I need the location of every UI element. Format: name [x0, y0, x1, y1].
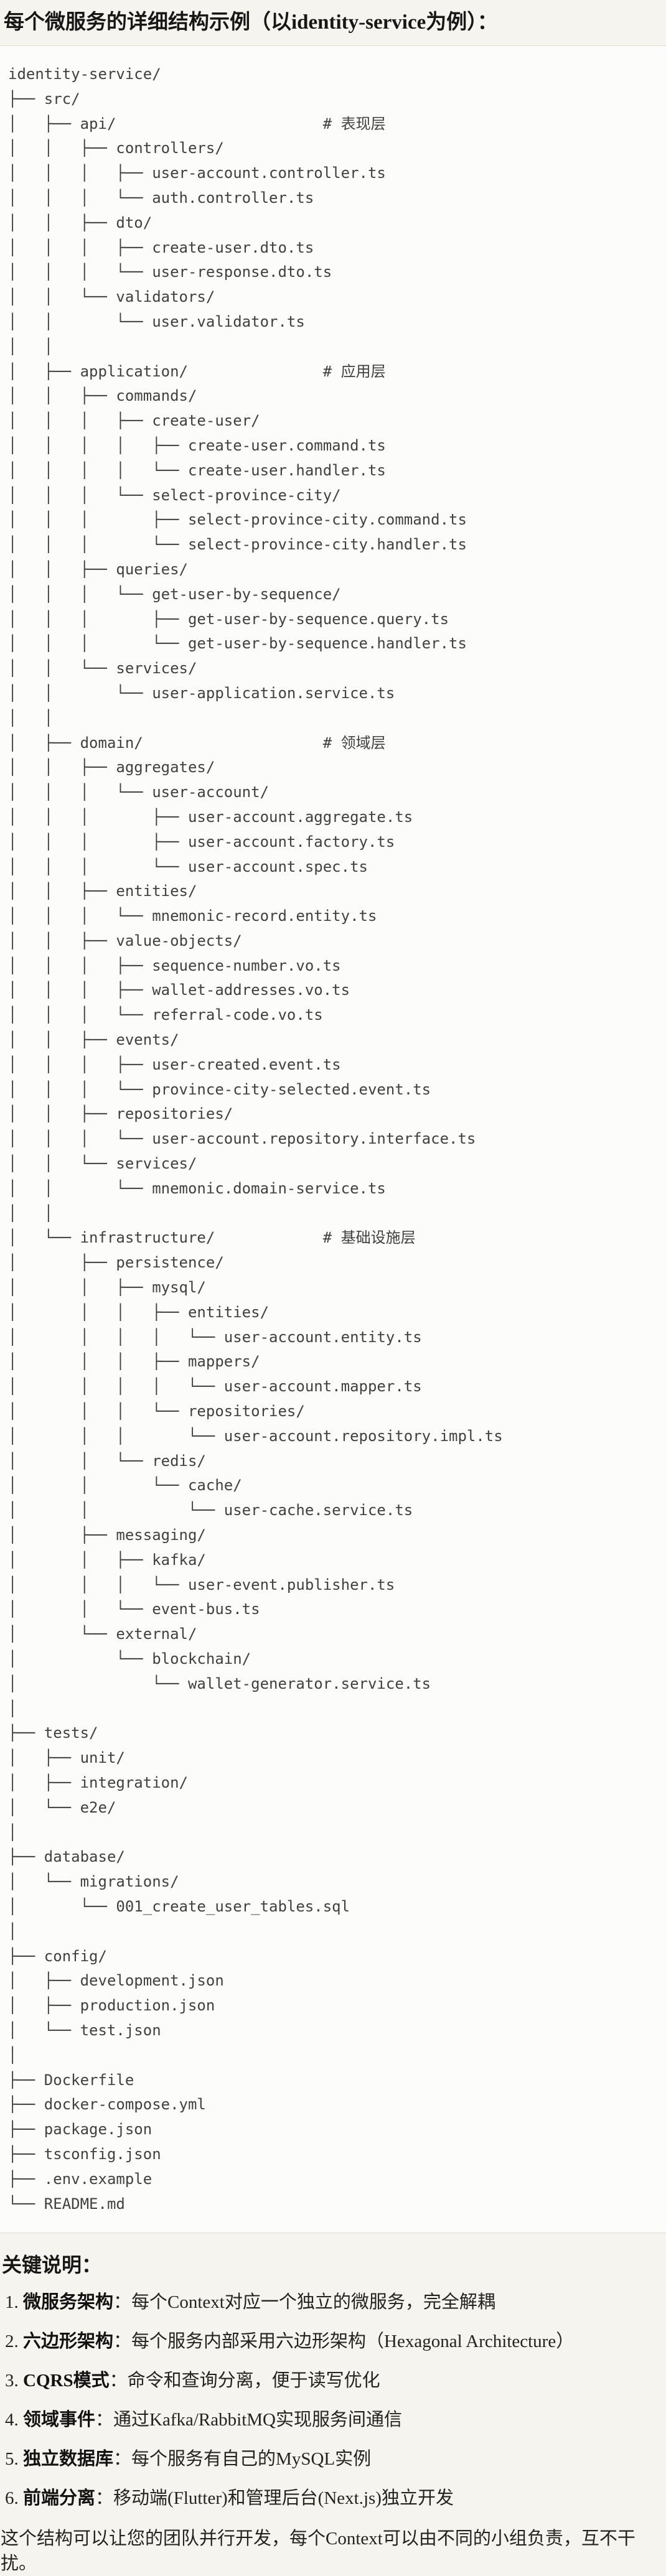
note-term: 六边形架构: [23, 2331, 114, 2352]
note-colon: ：: [113, 2292, 132, 2313]
directory-tree: identity-service/ ├── src/ │ ├── api/ # …: [8, 65, 503, 2213]
note-colon: ：: [109, 2371, 128, 2391]
page-title: 每个微服务的详细结构示例（以identity-service为例）：: [4, 11, 498, 34]
note-number: 4.: [5, 2410, 23, 2430]
note-description: 命令和查询分离，便于读写优化: [127, 2371, 380, 2391]
notes-section: 关键说明： 1. 微服务架构：每个Context对应一个独立的微服务，完全解耦 …: [0, 2252, 666, 2576]
note-colon: ：: [113, 2331, 132, 2352]
note-term: 前端分离: [23, 2488, 96, 2509]
note-term: CQRS模式: [23, 2371, 110, 2391]
note-item-cqrs: 3. CQRS模式：命令和查询分离，便于读写优化: [5, 2368, 666, 2393]
note-number: 3.: [5, 2371, 23, 2391]
note-term: 领域事件: [23, 2410, 96, 2430]
closing-paragraph: 这个结构可以让您的团队并行开发，每个Context可以由不同的小组负责，互不干扰…: [1, 2529, 636, 2574]
note-item-frontend-split: 6. 前端分离：移动端(Flutter)和管理后台(Next.js)独立开发: [5, 2486, 666, 2511]
note-description: 通过Kafka/RabbitMQ实现服务间通信: [113, 2410, 402, 2430]
note-item-microservices: 1. 微服务架构：每个Context对应一个独立的微服务，完全解耦: [5, 2290, 666, 2315]
note-number: 1.: [5, 2292, 23, 2313]
note-description: 每个Context对应一个独立的微服务，完全解耦: [131, 2292, 495, 2313]
code-block: identity-service/ ├── src/ │ ├── api/ # …: [0, 45, 666, 2234]
note-description: 每个服务内部采用六边形架构（Hexagonal Architecture）: [131, 2331, 575, 2352]
note-colon: ：: [95, 2410, 114, 2430]
note-item-independent-db: 5. 独立数据库：每个服务有自己的MySQL实例: [5, 2447, 666, 2471]
notes-list: 1. 微服务架构：每个Context对应一个独立的微服务，完全解耦 2. 六边形…: [0, 2290, 666, 2511]
note-item-hexagonal: 2. 六边形架构：每个服务内部采用六边形架构（Hexagonal Archite…: [5, 2329, 666, 2354]
note-colon: ：: [113, 2449, 132, 2470]
note-description: 移动端(Flutter)和管理后台(Next.js)独立开发: [113, 2488, 454, 2509]
note-item-domain-events: 4. 领域事件：通过Kafka/RabbitMQ实现服务间通信: [5, 2407, 666, 2432]
notes-heading: 关键说明：: [2, 2254, 102, 2277]
note-description: 每个服务有自己的MySQL实例: [131, 2449, 372, 2470]
note-term: 独立数据库: [23, 2449, 114, 2470]
note-number: 6.: [5, 2488, 23, 2509]
note-colon: ：: [95, 2488, 114, 2509]
page-header: 每个微服务的详细结构示例（以identity-service为例）：: [0, 9, 666, 36]
note-number: 2.: [5, 2331, 23, 2352]
note-term: 微服务架构: [23, 2292, 114, 2313]
note-number: 5.: [5, 2449, 23, 2470]
